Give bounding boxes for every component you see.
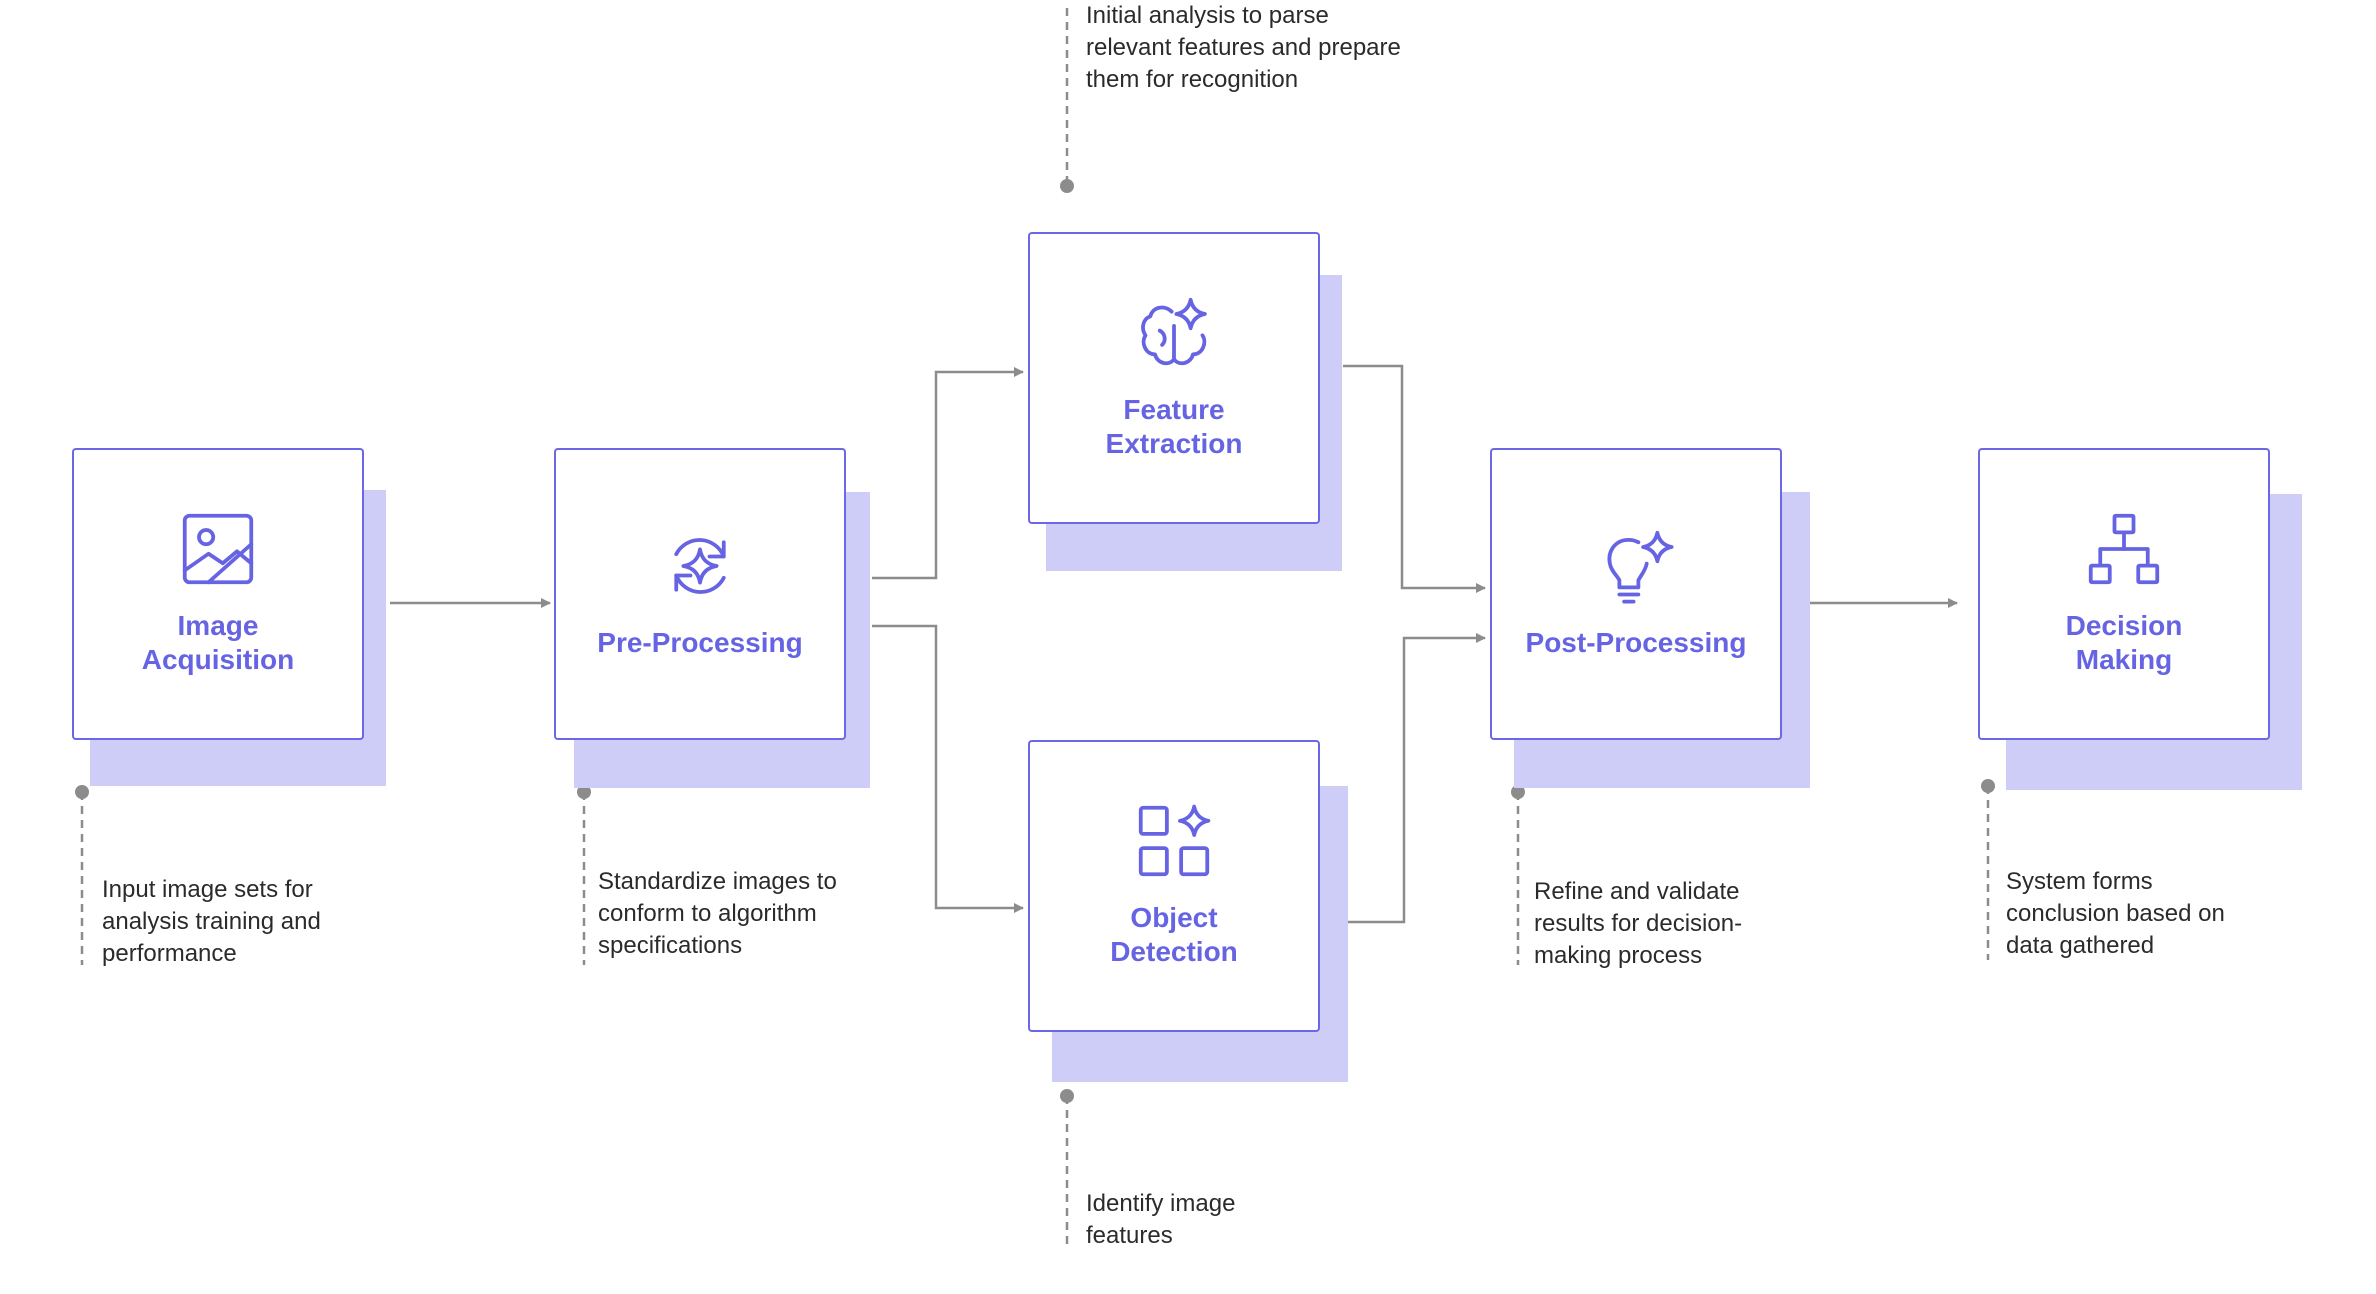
node-label: Object Detection (1054, 901, 1294, 969)
node-label: Decision Making (2004, 609, 2244, 677)
note-pre-processing: Standardize images to conform to algorit… (598, 866, 978, 962)
note-line: System forms (2006, 868, 2153, 895)
note-line: relevant features and prepare (1086, 34, 1401, 61)
node-label: Pre-Processing (580, 626, 820, 660)
note-object-detection: Identify image features (1086, 1188, 1466, 1252)
arrow-feature-extraction-to-postprocessing (1343, 364, 1486, 593)
node-label: Feature Extraction (1054, 393, 1294, 461)
note-line: Input image sets for (102, 876, 313, 903)
node-label-line: Making (2075, 644, 2173, 675)
node-label-line: Detection (1110, 936, 1238, 967)
arrow-preprocessing-to-object-detection (872, 624, 1024, 913)
note-line: Identify image (1086, 1190, 1236, 1217)
node-decision-making[interactable]: Decision Making (1978, 448, 2270, 740)
node-image-acquisition[interactable]: Image Acquisition (72, 448, 364, 740)
node-label-line: Acquisition (141, 644, 295, 675)
arrow-preprocessing-to-feature-extraction (872, 367, 1024, 580)
node-label-line: Pre-Processing (597, 627, 803, 658)
node-label-line: Image (177, 610, 259, 641)
refresh-sparkle-icon (674, 538, 726, 594)
image-icon (182, 513, 254, 585)
leader-dot-feature-extraction (1060, 179, 1074, 193)
node-object-detection[interactable]: Object Detection (1028, 740, 1320, 1032)
leader-dot-object-detection (1060, 1089, 1074, 1103)
note-line: making process (1534, 942, 1703, 969)
leader-dot-image-acquisition (75, 785, 89, 799)
note-decision-making: System forms conclusion based on data ga… (2006, 866, 2376, 962)
node-label: Image Acquisition (98, 609, 338, 677)
note-line: conclusion based on (2006, 900, 2225, 927)
leader-dot-decision-making (1981, 779, 1995, 793)
note-line: performance (102, 940, 237, 967)
node-label-line: Extraction (1105, 428, 1243, 459)
note-feature-extraction: Initial analysis to parse relevant featu… (1086, 0, 1506, 96)
note-image-acquisition: Input image sets for analysis training a… (102, 874, 482, 970)
node-label: Post-Processing (1516, 626, 1756, 660)
node-post-processing[interactable]: Post-Processing (1490, 448, 1782, 740)
note-line: data gathered (2006, 932, 2155, 959)
node-label-line: Post-Processing (1525, 627, 1747, 658)
note-line: results for decision- (1534, 910, 1743, 937)
note-line: conform to algorithm (598, 900, 817, 927)
leader-dot-post-processing (1511, 785, 1525, 799)
note-line: features (1086, 1222, 1173, 1249)
node-pre-processing[interactable]: Pre-Processing (554, 448, 846, 740)
brain-sparkle-icon (1141, 297, 1207, 366)
node-label-line: Feature (1123, 394, 1225, 425)
note-line: Standardize images to (598, 868, 837, 895)
grid-sparkle-icon (1138, 804, 1211, 877)
note-line: them for recognition (1086, 66, 1299, 93)
hierarchy-icon (2088, 513, 2160, 585)
note-line: Initial analysis to parse (1086, 2, 1329, 29)
note-line: Refine and validate (1534, 878, 1740, 905)
lightbulb-sparkle-icon (1607, 530, 1674, 604)
note-line: analysis training and (102, 908, 321, 935)
note-post-processing: Refine and validate results for decision… (1534, 876, 1914, 972)
leader-dot-pre-processing (577, 785, 591, 799)
node-label-line: Object (1130, 902, 1218, 933)
node-feature-extraction[interactable]: Feature Extraction (1028, 232, 1320, 524)
arrow-object-detection-to-postprocessing (1346, 633, 1486, 924)
node-label-line: Decision (2065, 610, 2183, 641)
note-line: specifications (598, 932, 743, 959)
